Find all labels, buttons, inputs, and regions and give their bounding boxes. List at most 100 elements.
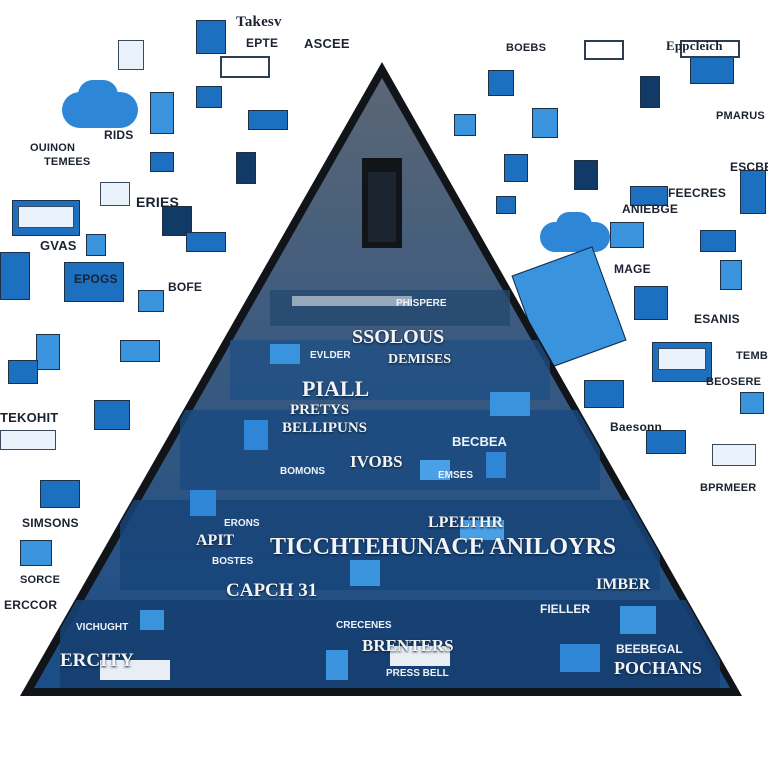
collage-label: EPTE (246, 36, 279, 50)
pyramid-label: IMBER (596, 576, 651, 593)
chip-icon (496, 196, 516, 214)
chip-icon (86, 234, 106, 256)
pyramid-label: EMSES (438, 470, 474, 481)
pyramid-label: IVOBS (350, 452, 403, 471)
pyramid-label: EVLDER (310, 350, 351, 361)
collage-label: ERCCOR (4, 598, 58, 612)
screen-icon (40, 480, 80, 508)
device-block (190, 490, 216, 516)
collage-label: Takesv (236, 14, 282, 30)
collage-label: Baesonn (610, 420, 663, 434)
device-block (486, 452, 506, 478)
monitor-icon (64, 262, 124, 302)
pyramid-label: BRENTERS (362, 636, 454, 655)
collage-label: BPRMEER (700, 482, 757, 494)
collage-label: SORCE (20, 574, 61, 586)
pyramid-label: PHISPERE (396, 298, 447, 309)
window-icon (658, 348, 706, 370)
device-block (292, 296, 412, 306)
collage-label: MAGE (614, 262, 651, 276)
cloud-icon (556, 212, 592, 238)
window-icon (584, 40, 624, 60)
pyramid-label: BELLIPUNS (282, 420, 368, 436)
screen-icon (454, 114, 476, 136)
pyramid-label: BECBEA (452, 434, 507, 449)
server-icon (236, 152, 256, 184)
pyramid-label: APIT (196, 532, 235, 549)
collage-label: BOEBS (506, 42, 547, 54)
collage-label: TEMEES (44, 156, 91, 168)
pyramid-label: BEEBEGAL (616, 642, 683, 656)
folder-icon (196, 20, 226, 54)
window-icon (220, 56, 270, 78)
monitor-icon (150, 92, 174, 134)
collage-label: ESANIS (694, 312, 740, 326)
device-block (368, 172, 396, 242)
chart-icon (248, 110, 288, 130)
card-icon (712, 444, 756, 466)
chip-icon (162, 206, 192, 236)
device-block (420, 460, 450, 480)
screen-icon (646, 430, 686, 454)
device-block (620, 606, 656, 634)
monitor-icon (94, 400, 130, 430)
pyramid-label: CRECENES (336, 620, 392, 631)
screen-icon (584, 380, 624, 408)
document-icon (488, 70, 514, 96)
screen-icon (0, 252, 30, 300)
collage-label: OUINON (30, 142, 76, 154)
screen-icon (610, 222, 644, 248)
pyramid-label: POCHANS (614, 658, 703, 678)
window-icon (680, 40, 740, 58)
screen-icon (504, 154, 528, 182)
collage-label: BEOSERE (706, 376, 762, 388)
server-icon (36, 334, 60, 370)
screen-icon (120, 340, 160, 362)
collage-label: FEECRES (668, 186, 727, 200)
device-block (140, 610, 164, 630)
pyramid-label: VICHUGHT (76, 622, 129, 633)
cloud-icon (78, 80, 118, 110)
pyramid-label: DEMISES (388, 352, 452, 367)
screen-icon (8, 360, 38, 384)
device-block (390, 646, 450, 666)
pyramid-label: BOSTES (212, 556, 254, 567)
monitor-icon (532, 108, 558, 138)
pyramid-label: FIELLER (540, 602, 590, 616)
pyramid-label: PRETYS (290, 402, 350, 418)
collage-label: TEMBLE (736, 350, 768, 362)
pyramid-label: CAPCH 31 (226, 580, 318, 601)
accessibility-icon (634, 286, 668, 320)
laptop-icon (690, 56, 734, 84)
device-block (326, 650, 348, 680)
pyramid-label: PIALL (302, 376, 370, 401)
device-block (244, 420, 268, 450)
device-block (270, 344, 300, 364)
pyramid-label: PRESS BELL (386, 668, 449, 679)
tablet-icon (150, 152, 174, 172)
battery-icon (186, 232, 226, 252)
device-block (270, 290, 510, 326)
pyramid-label: ERCITY (60, 650, 134, 671)
pyramid-headline: TICCHTEHUNACE ANILOYRS (270, 534, 617, 560)
collage-label: TEKOHIT (0, 410, 59, 425)
pyramid-label: ERONS (224, 518, 260, 529)
collage-label: EPOGS (74, 272, 118, 286)
device-block (180, 410, 600, 490)
collage-label: BOFE (168, 280, 203, 294)
window-icon (18, 206, 74, 228)
device-block (100, 660, 170, 680)
device-block (560, 644, 600, 672)
collage-label: PMARUS (716, 110, 765, 122)
pyramid-label: SSOLOUS (352, 326, 445, 348)
pyramid-mosaic (60, 158, 720, 688)
screen-icon (138, 290, 164, 312)
card-icon (740, 170, 766, 214)
chip-icon (574, 160, 598, 190)
collage-label: ERIES (136, 194, 180, 210)
monitor-icon (700, 230, 736, 252)
document-icon (118, 40, 144, 70)
